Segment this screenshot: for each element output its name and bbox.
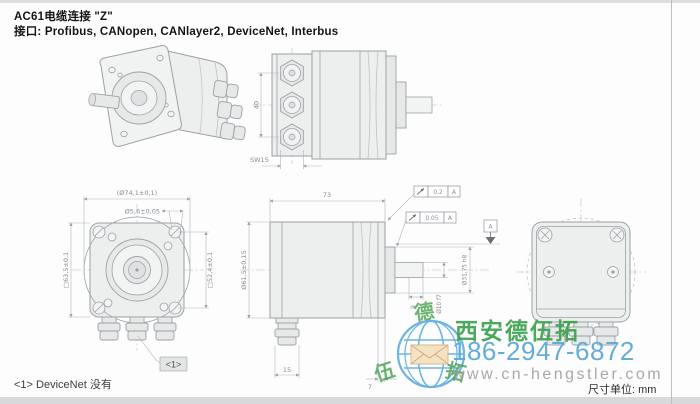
- hex-gland: [280, 91, 304, 119]
- top-border: [0, 0, 700, 3]
- runout-datum: A: [452, 190, 456, 196]
- dim-label: 9: [411, 305, 417, 309]
- dim-label: □52,4±0,1: [206, 252, 214, 288]
- runout-frame-2: 0.05 A: [396, 211, 457, 247]
- top-side-view: 40 SW15: [250, 48, 444, 169]
- isometric-view: [88, 45, 246, 147]
- dim-label: 15: [283, 366, 291, 374]
- cable-gland: [219, 122, 246, 141]
- dim-label: Ø61,5±0,15: [240, 250, 248, 290]
- corner-screw: [537, 227, 625, 243]
- encoder-body-side: [311, 50, 387, 160]
- page-title: AC61电缆连接 "Z": [14, 11, 113, 23]
- shaft-side: [405, 96, 433, 114]
- side-view: 73 Ø61,5±0,15 0.2 A 0.05 A: [240, 185, 500, 391]
- dim-label: 73: [323, 191, 331, 199]
- pilot-ring: [395, 81, 407, 129]
- page-subtitle: 接口: Profibus, CANopen, CANlayer2, Device…: [14, 26, 339, 38]
- gland-front: [97, 316, 177, 341]
- dim-label: 40: [253, 101, 261, 109]
- svg-text:A: A: [489, 225, 493, 231]
- gland-rear: [543, 321, 619, 346]
- footnote: <1> DeviceNet 没有: [14, 379, 112, 391]
- dim-label: 7: [368, 383, 372, 391]
- shaft: [88, 93, 120, 109]
- gland-side: [274, 322, 300, 346]
- dim-label: (Ø74,1±0,1): [117, 189, 157, 197]
- cable-gland: [212, 80, 239, 99]
- cable-gland: [216, 101, 243, 120]
- dim-label: Ø5,6±0,05: [125, 208, 160, 216]
- dim-label: 3-0.2: [434, 345, 449, 351]
- hex-gland: [280, 123, 304, 151]
- dim-label: □63,5±0,1: [62, 252, 70, 288]
- front-view: (Ø74,1±0,1) Ø5,6±0,05 □63,5±0,1 □52,4±0,…: [62, 189, 214, 372]
- units-label: 尺寸单位: mm: [588, 384, 657, 396]
- dim-label: Ø10 f7: [436, 294, 443, 314]
- page-border-right: [671, 0, 672, 404]
- runout-value: 0.05: [426, 216, 439, 222]
- callout-box: [159, 356, 188, 372]
- wrench-size-label: SW15: [250, 156, 269, 164]
- callout-label: <1>: [166, 360, 182, 370]
- hex-gland: [280, 59, 304, 87]
- mid-screw: [543, 266, 619, 278]
- runout-datum: A: [448, 216, 452, 222]
- runout-value: 0.2: [433, 190, 443, 196]
- shaft: [394, 262, 424, 278]
- datum-flag: A: [395, 219, 500, 245]
- dim-label: Ø31,75 h8: [462, 255, 469, 286]
- housing-side: [269, 221, 386, 319]
- rear-view: [516, 198, 646, 346]
- runout-frame-1: 0.2 A: [387, 185, 461, 221]
- bottom-border: [0, 397, 700, 404]
- pilot-collar: [384, 246, 396, 294]
